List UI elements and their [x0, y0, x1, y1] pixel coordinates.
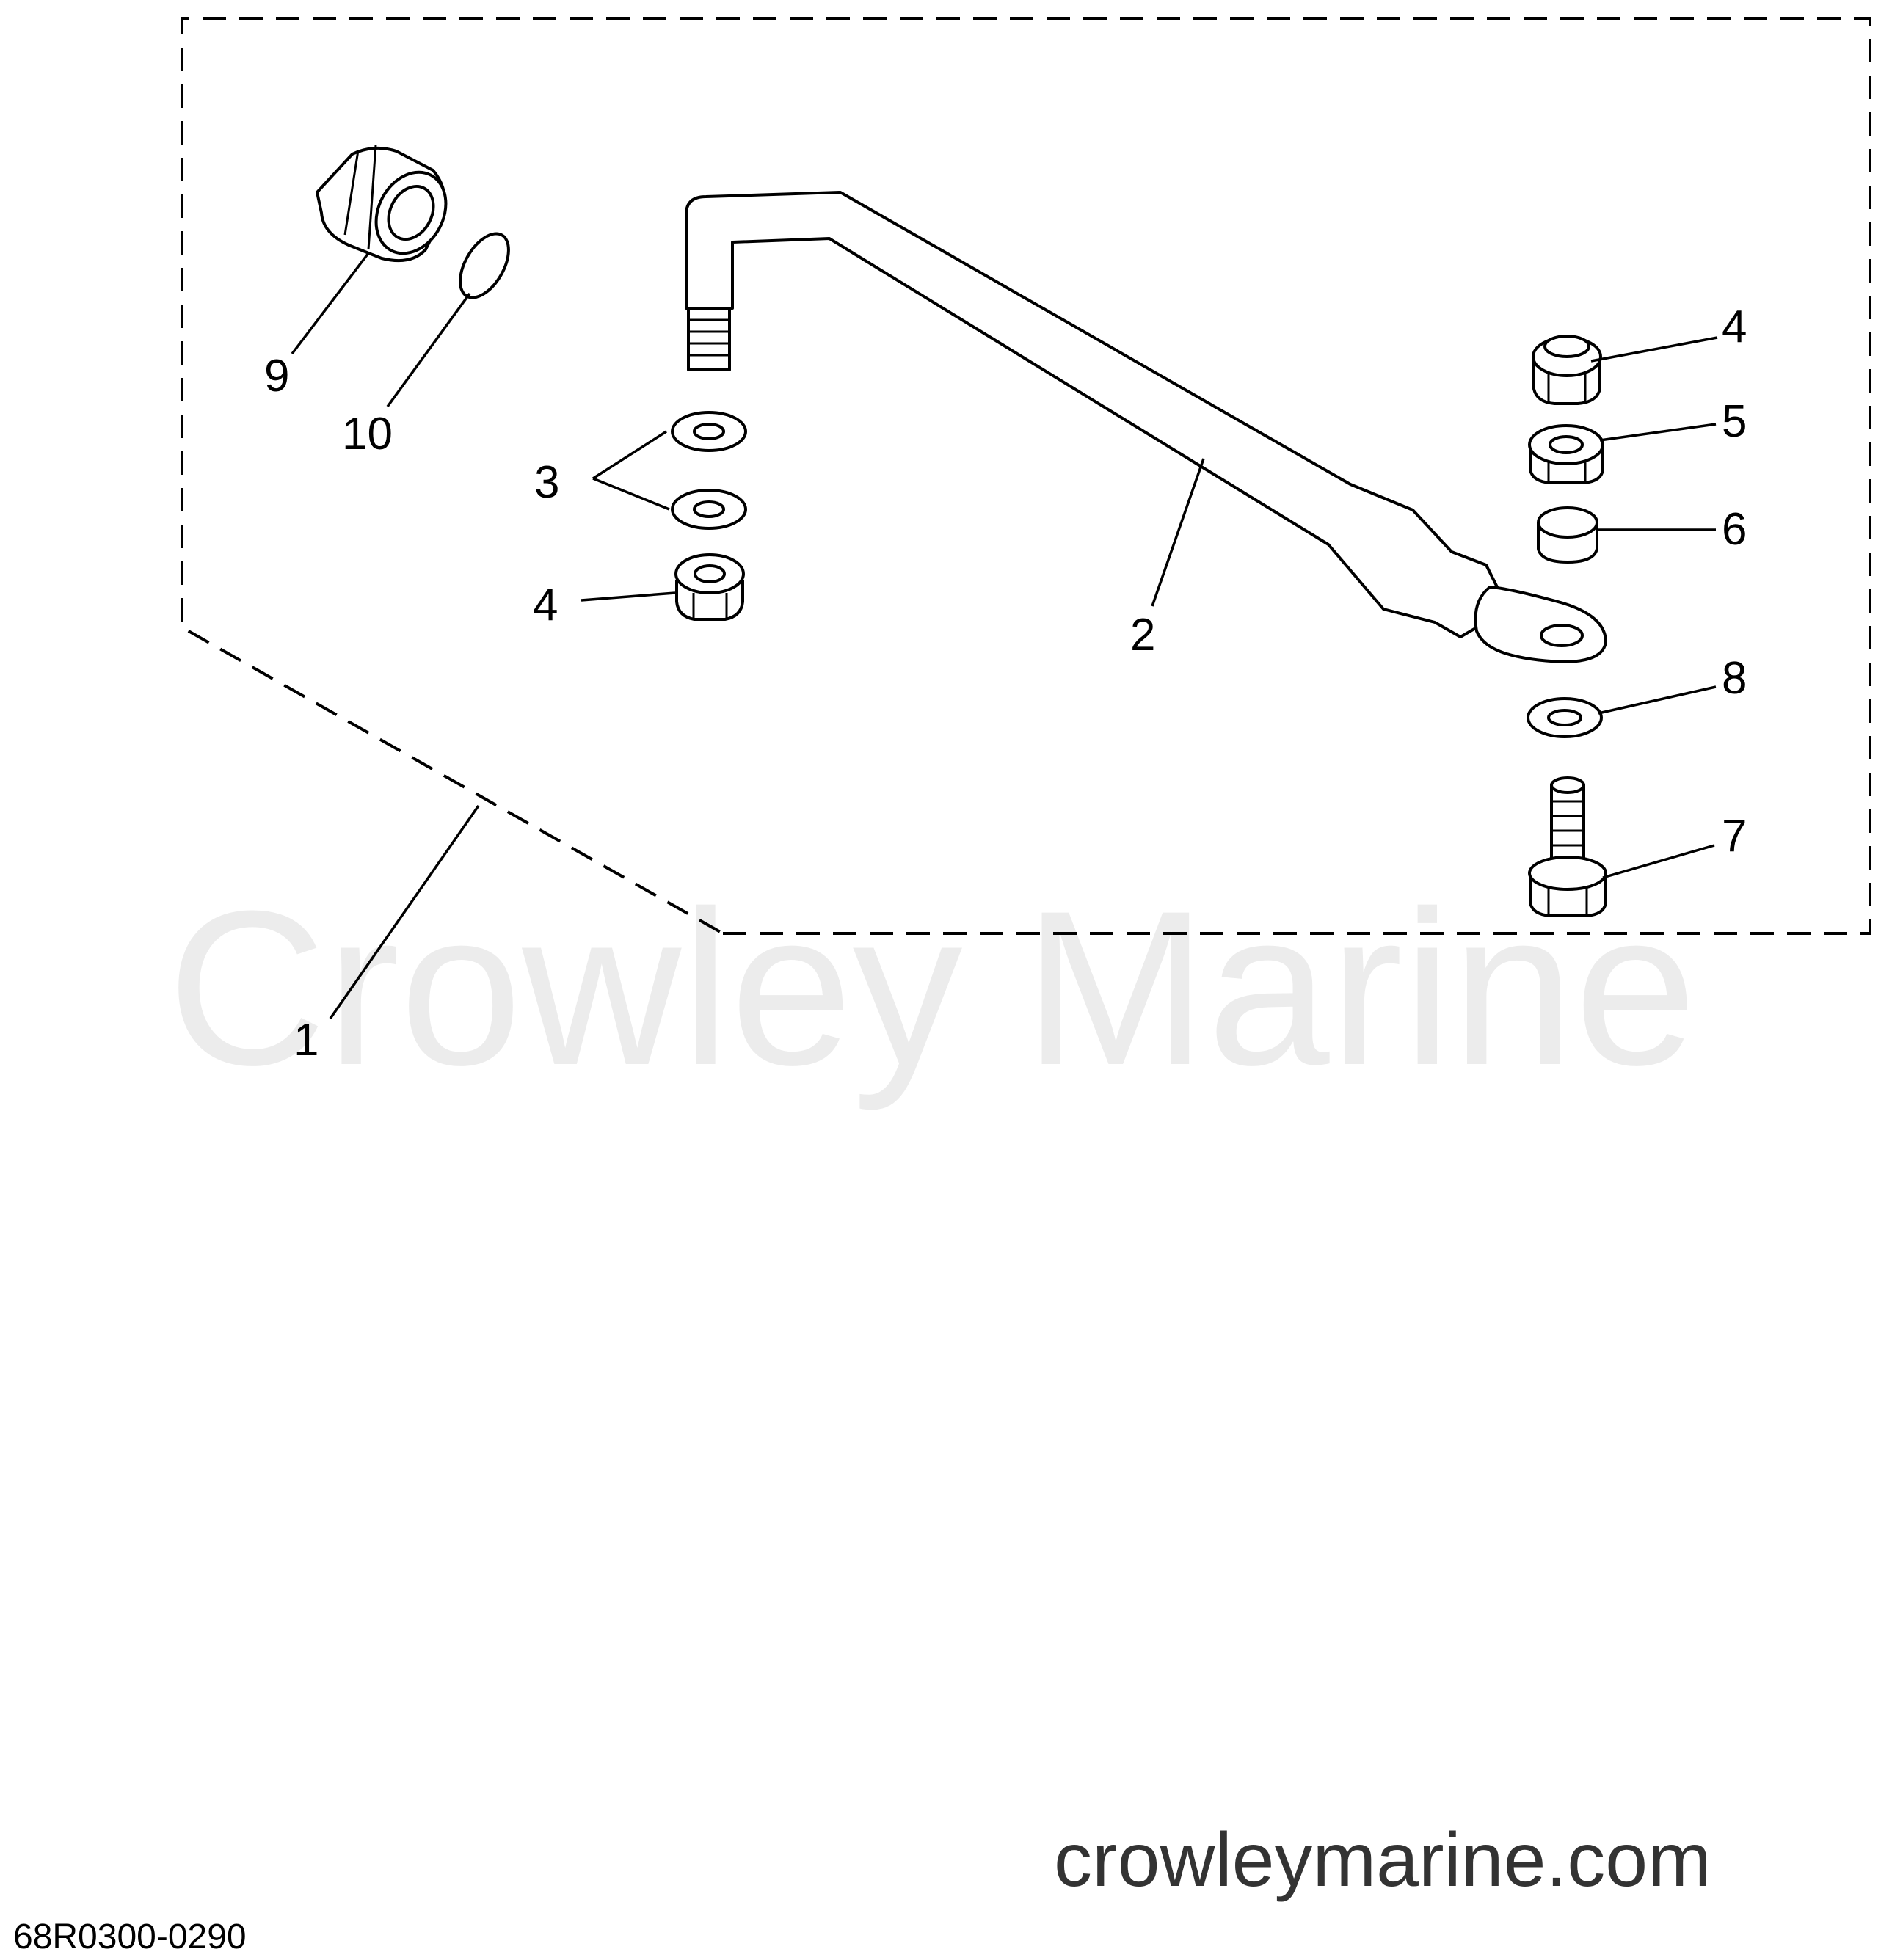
callout-label-8: 8 — [1722, 653, 1747, 704]
kit-boundary — [181, 17, 1871, 935]
collar-part-6 — [1537, 506, 1598, 564]
leader-lines — [291, 252, 1718, 1020]
bolt-part-7 — [1528, 776, 1607, 917]
callout-label-6: 6 — [1722, 504, 1747, 555]
callout-label-5: 5 — [1722, 396, 1747, 447]
locknut-part-4-right — [1532, 335, 1602, 405]
callout-label-1: 1 — [294, 1015, 319, 1065]
washer-part-8 — [1527, 697, 1603, 738]
steering-rod-part-2 — [685, 191, 1607, 663]
bushing-part-9 — [316, 145, 448, 263]
o-ring-part-10 — [459, 232, 510, 299]
callout-label-4-left: 4 — [533, 580, 558, 630]
callout-label-2: 2 — [1130, 610, 1155, 660]
website-text: crowleymarine.com — [1054, 1818, 1711, 1903]
callout-label-3: 3 — [534, 457, 559, 508]
locknut-part-4-left — [674, 553, 745, 621]
diagram-code-text: 68R0300-0290 — [13, 1917, 247, 1956]
callout-label-10: 10 — [342, 409, 393, 459]
callout-label-7: 7 — [1722, 811, 1747, 861]
washer-part-3-upper — [671, 411, 747, 452]
callout-label-4-right: 4 — [1722, 302, 1747, 352]
nut-part-5 — [1528, 424, 1604, 484]
watermark-text: Crowley Marine — [167, 864, 1697, 1112]
washer-part-3-lower — [671, 489, 747, 530]
callout-label-9: 9 — [264, 351, 289, 401]
